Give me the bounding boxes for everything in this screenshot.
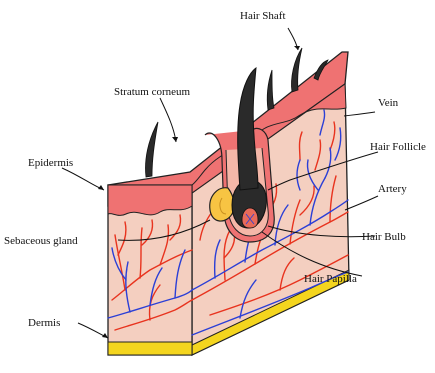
label-hair-follicle: Hair Follicle	[370, 141, 426, 153]
label-epidermis: Epidermis	[28, 157, 73, 169]
label-hair-papilla: Hair Papilla	[304, 273, 357, 285]
label-vein: Vein	[378, 97, 399, 109]
label-stratum-corneum: Stratum corneum	[114, 86, 191, 98]
front-face-fat-layer	[108, 342, 192, 355]
label-hair-bulb: Hair Bulb	[362, 231, 406, 243]
label-dermis: Dermis	[28, 317, 60, 329]
label-hair-shaft: Hair Shaft	[240, 10, 286, 22]
hair-papilla-shape	[242, 208, 258, 228]
label-sebaceous-gland: Sebaceous gland	[4, 235, 78, 247]
label-artery: Artery	[378, 183, 407, 195]
